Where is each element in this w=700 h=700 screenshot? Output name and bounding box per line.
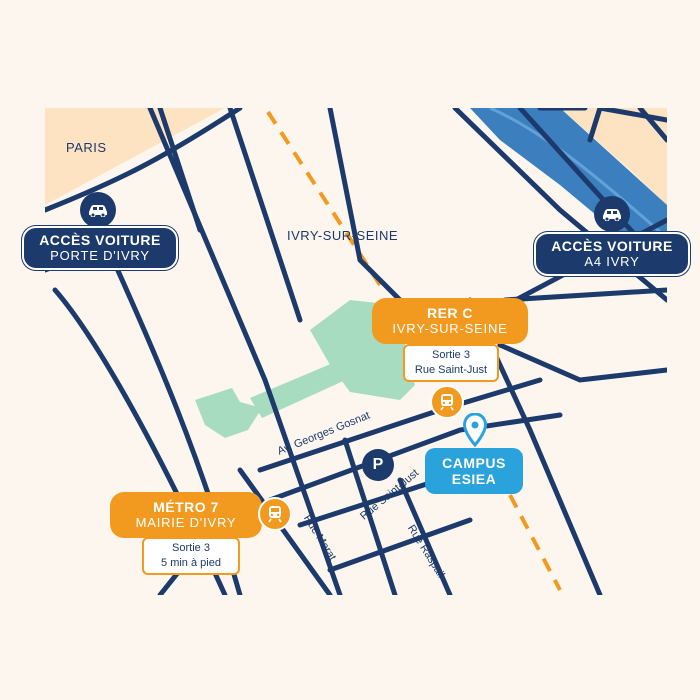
location-pin-icon — [463, 413, 487, 447]
paris-zone — [45, 108, 225, 205]
car-access-left-subtitle: PORTE D'IVRY — [50, 247, 150, 263]
rer-exit: Sortie 3 — [432, 349, 470, 362]
train-icon — [440, 394, 454, 411]
car-access-right-title: ACCÈS VOITURE — [551, 238, 673, 255]
park-small — [195, 388, 262, 438]
train-icon — [268, 506, 282, 523]
metro-exit-note: Sortie 3 5 min à pied — [142, 537, 240, 575]
car-icon-right — [594, 196, 630, 232]
car-access-left-title: ACCÈS VOITURE — [39, 232, 161, 249]
car-icon — [89, 205, 107, 217]
metro-subtitle: MAIRIE D'IVRY — [135, 514, 237, 530]
car-icon-left — [80, 192, 116, 228]
metro-title: MÉTRO 7 — [153, 499, 219, 516]
metro-exit-detail: 5 min à pied — [161, 557, 221, 569]
parking-icon: P — [362, 449, 394, 481]
parking-letter: P — [372, 456, 384, 473]
rer-train-badge — [430, 385, 464, 419]
metro-exit: Sortie 3 — [172, 542, 210, 555]
river-bank-line — [489, 108, 667, 240]
campus-esiea[interactable]: CAMPUS ESIEA — [425, 448, 523, 494]
rer-c-subtitle: IVRY-SUR-SEINE — [392, 320, 508, 336]
rer-c-title: RER C — [426, 305, 474, 322]
metro-7-station[interactable]: MÉTRO 7 MAIRIE D'IVRY — [110, 492, 262, 538]
ivry-label: IVRY-SUR-SEINE — [287, 228, 399, 243]
campus-line2: ESIEA — [451, 471, 497, 487]
car-access-left[interactable]: ACCÈS VOITURE PORTE D'IVRY — [22, 226, 178, 270]
car-access-right[interactable]: ACCÈS VOITURE A4 IVRY — [534, 232, 690, 276]
east-zone — [560, 108, 667, 205]
paris-label: PARIS — [66, 140, 107, 155]
metro-train-badge — [258, 497, 292, 531]
rer-line-south — [508, 494, 562, 591]
rer-exit-note: Sortie 3 Rue Saint-Just — [403, 344, 499, 382]
campus-line1: CAMPUS — [442, 454, 506, 471]
rer-c-station[interactable]: RER C IVRY-SUR-SEINE — [372, 298, 528, 344]
car-access-right-subtitle: A4 IVRY — [584, 253, 640, 269]
rer-exit-street: Rue Saint-Just — [414, 364, 488, 376]
car-icon — [603, 209, 621, 221]
